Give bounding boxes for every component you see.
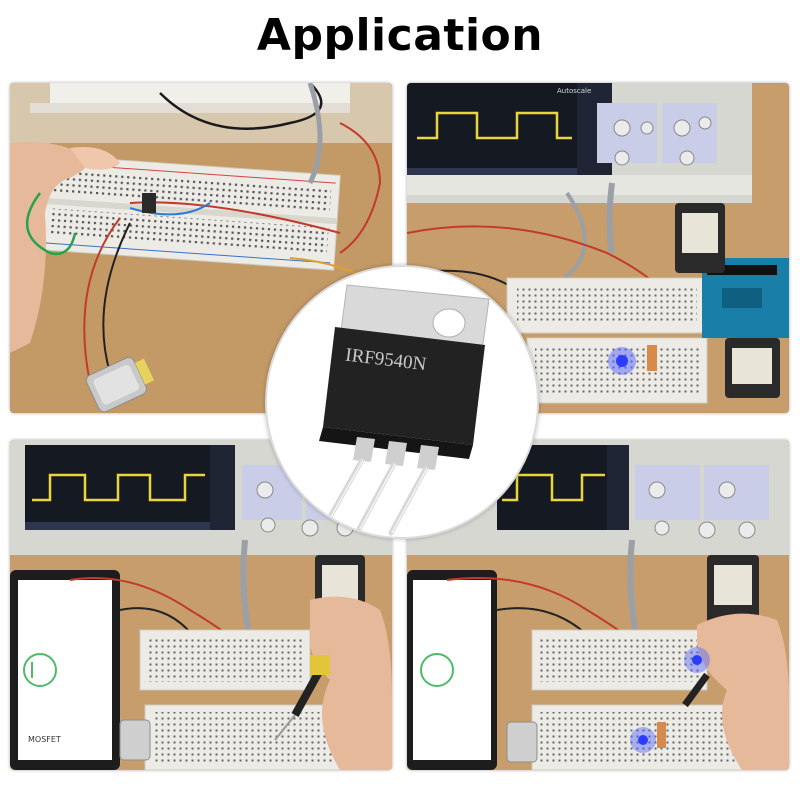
photo-breadboard-motor xyxy=(10,83,392,413)
tablet-mosfet-label: MOSFET xyxy=(28,735,61,744)
scope-brand-label: Autoscale xyxy=(557,87,591,95)
photo-oscilloscope-arduino: Autoscale xyxy=(407,83,789,413)
component-closeup: IRF9540N xyxy=(265,265,539,539)
page-title: Application xyxy=(256,10,544,61)
photo-oscilloscope-led-test xyxy=(407,440,789,770)
